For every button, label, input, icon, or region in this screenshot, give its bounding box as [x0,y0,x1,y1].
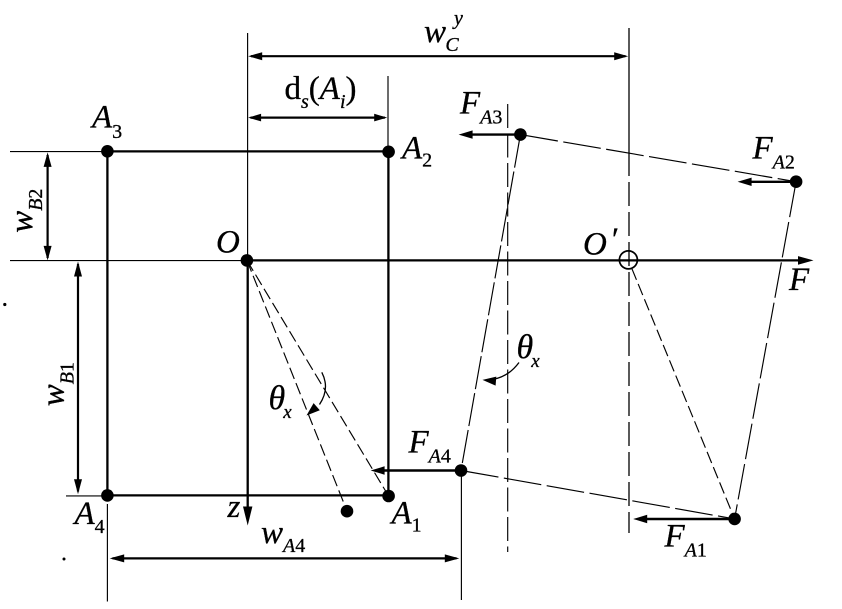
svg-text:z: z [227,489,241,525]
svg-text:O: O [216,225,240,261]
svg-text:ds(Ai): ds(Ai) [285,71,357,113]
svg-text:F: F [788,262,810,298]
svg-text:O′: O′ [583,222,618,263]
svg-text:wyC: wyC [424,8,463,56]
svg-text:A2: A2 [400,131,432,172]
